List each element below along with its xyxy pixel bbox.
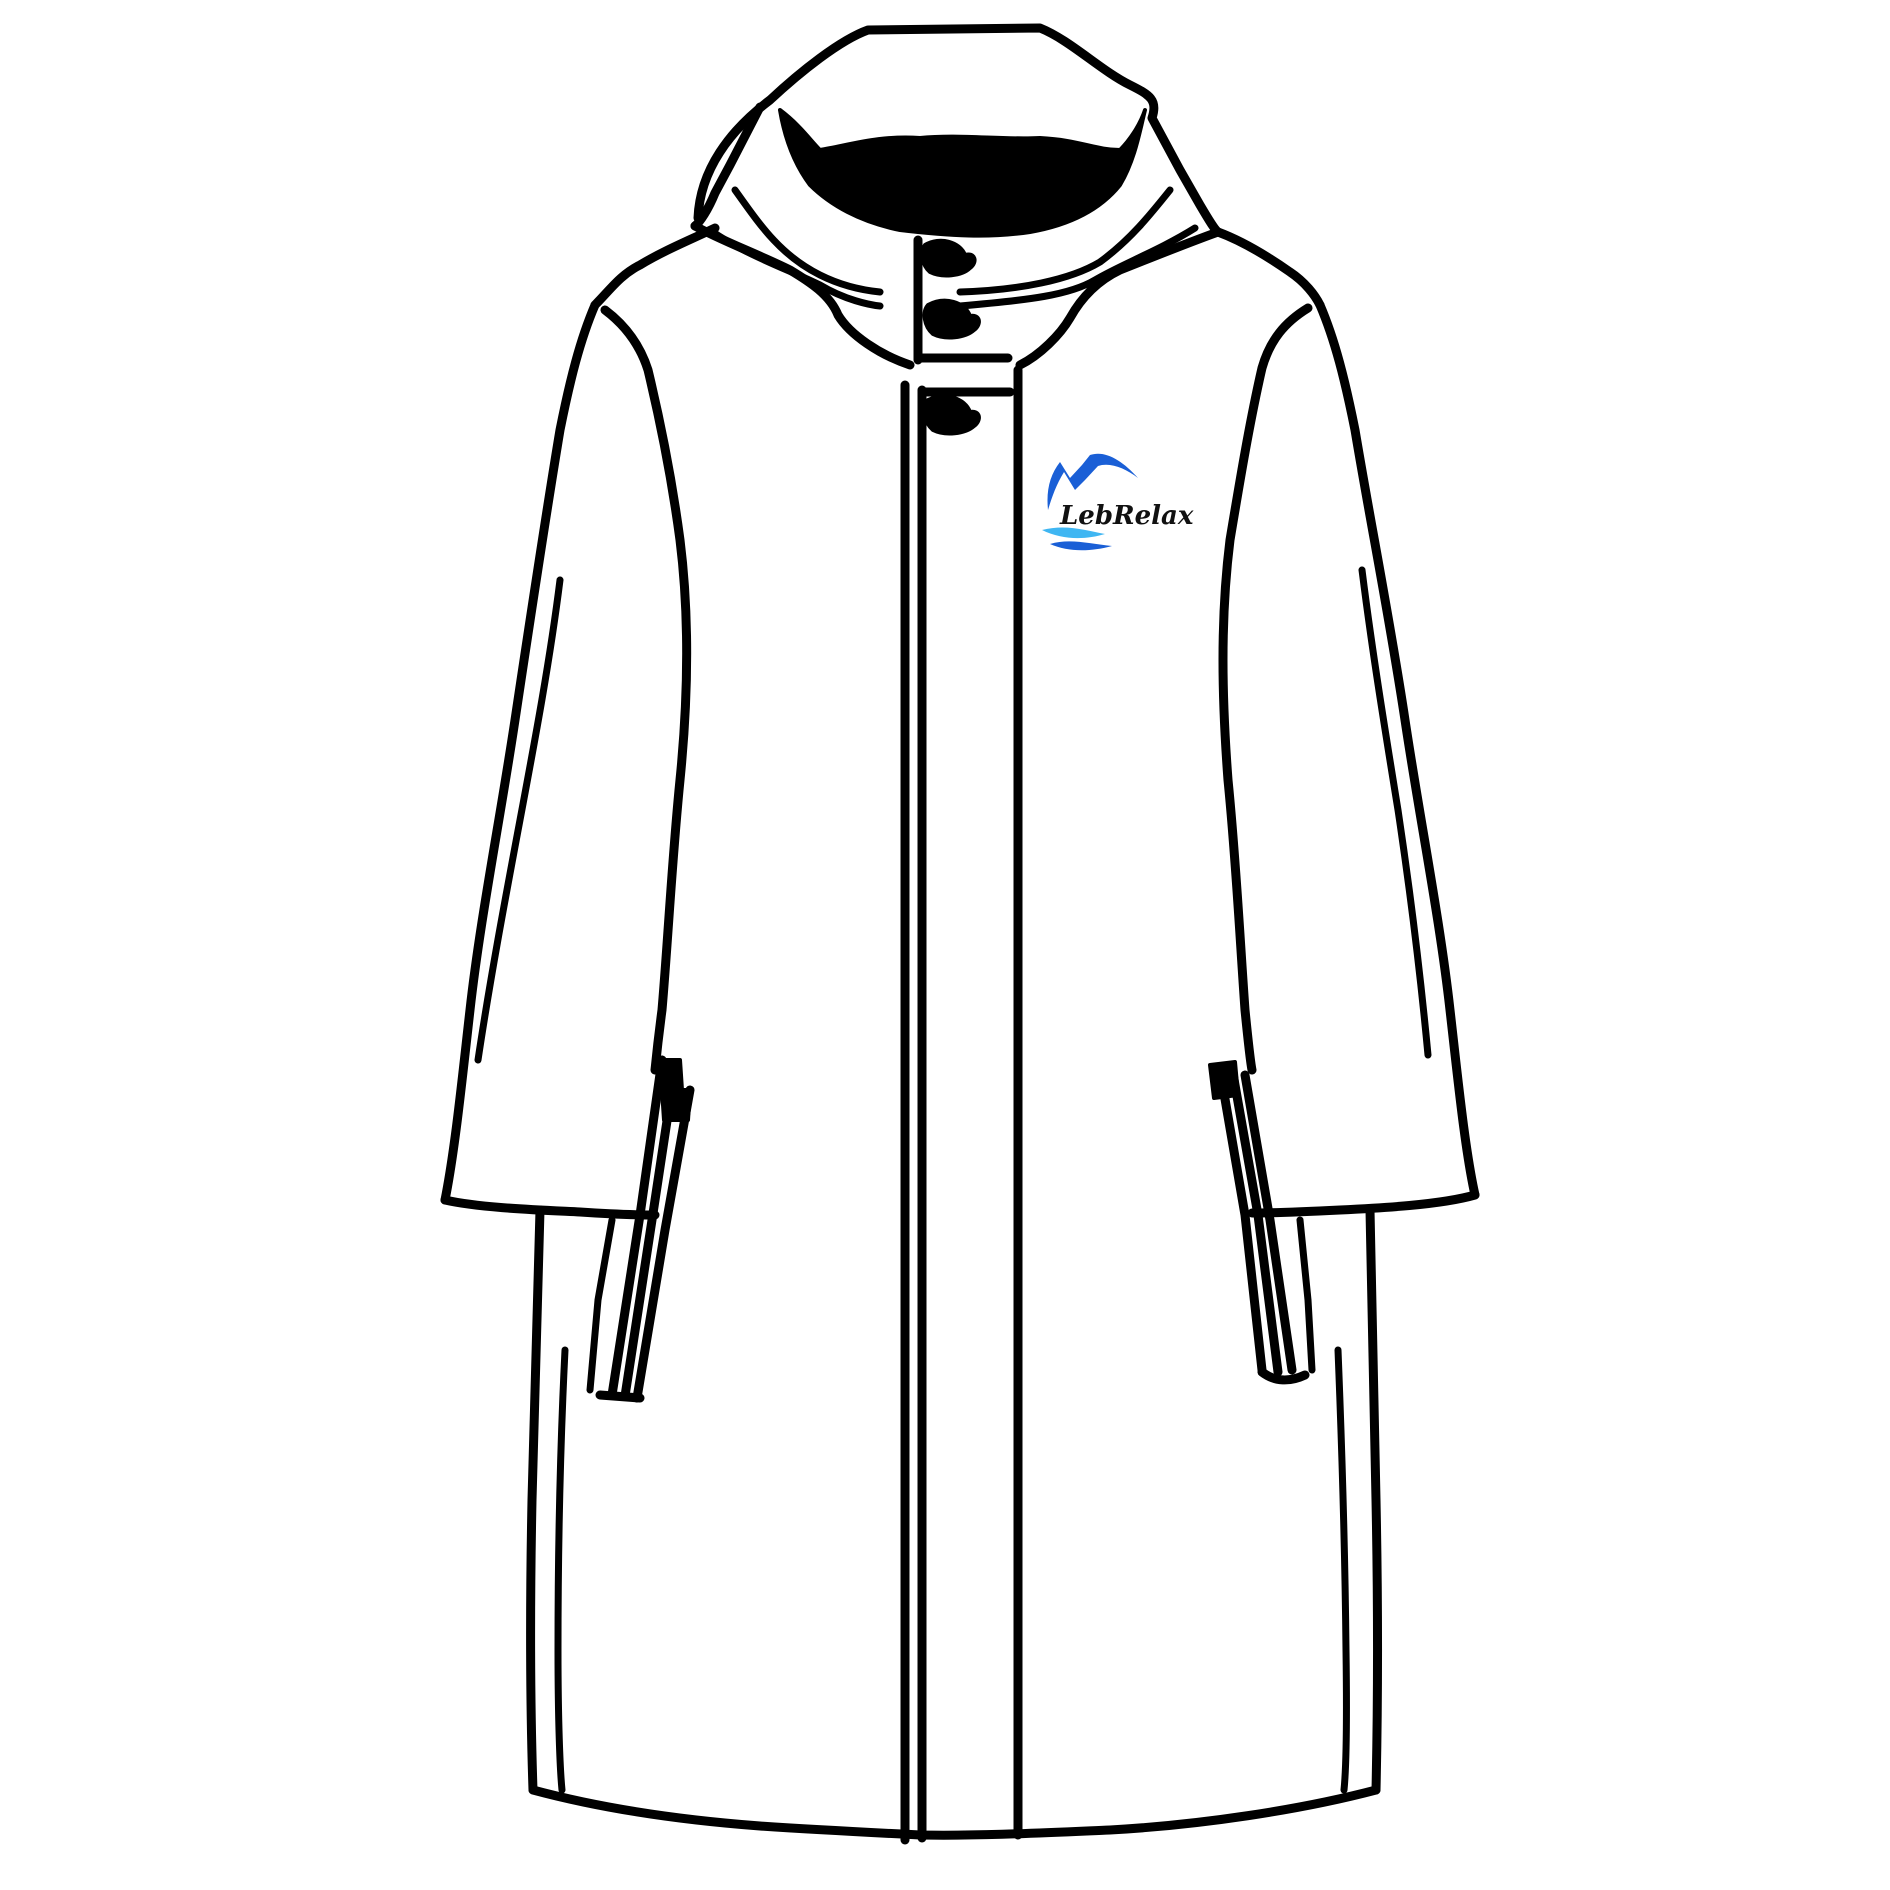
button-1 [920,238,977,278]
right-sleeve-inner [1218,303,1313,1075]
right-sleeve-fold [1358,566,1432,1059]
left-pocket-inner [586,1216,616,1394]
body-left-inner-fold [554,1346,569,1794]
logo-brand-text: LebRelax [1059,501,1194,531]
body-right-inner-fold [1334,1346,1350,1794]
right-pocket-inner [1296,1216,1316,1374]
body-right-side [1365,1205,1382,1795]
hood-inner-rim-left [731,186,884,296]
left-pocket-tab [658,1058,692,1122]
left-sleeve-fold [474,576,564,1064]
left-pocket-bottom [595,1390,645,1403]
left-shoulder [590,223,720,310]
right-shoulder [1213,227,1325,310]
left-cuff [440,1195,660,1220]
hood-inner-rim-right-2 [956,224,1199,310]
button-3 [922,394,981,436]
logo-wave-light-icon [1042,527,1105,539]
hood-inner-rim-right [956,186,1174,296]
brand-logo: LebRelax [1042,453,1194,551]
hood-outline [693,23,1223,237]
collar-left [690,221,915,370]
collar-right [1015,227,1223,370]
logo-wave-dark-icon [1050,541,1112,551]
collar-band [913,235,1013,365]
button-2 [922,298,981,340]
left-sleeve-outer [440,300,600,1205]
right-pocket-bottom [1257,1367,1310,1385]
right-pocket-welt [1215,1063,1297,1377]
left-sleeve-inner [600,305,692,1075]
right-sleeve-outer [1315,300,1480,1200]
right-pocket-tab [1208,1060,1240,1100]
right-cuff [1247,1190,1480,1218]
logo-mountain-icon [1047,453,1138,510]
coat-hem [528,1785,1381,1840]
body-left-side [526,1205,545,1795]
hood-inner-opening [778,108,1147,238]
